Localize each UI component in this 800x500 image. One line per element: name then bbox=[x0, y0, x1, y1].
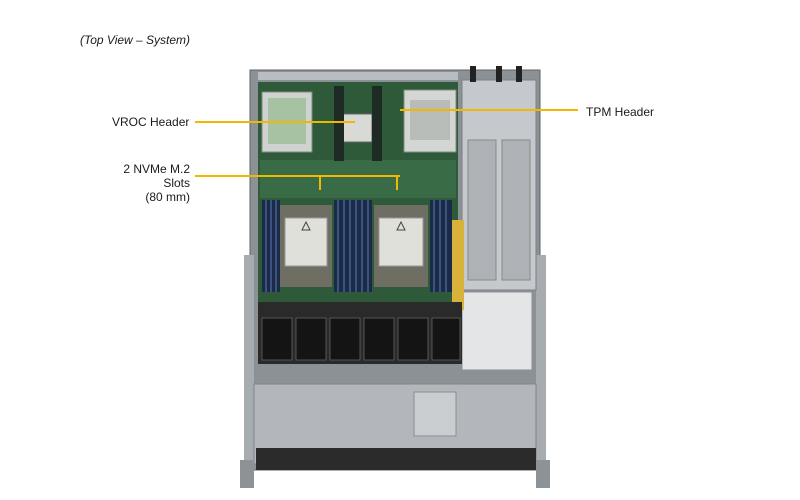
nvme-slots-label-line2: (80 mm) bbox=[145, 190, 190, 204]
figure-caption: (Top View – System) bbox=[80, 33, 191, 47]
callout-leaders bbox=[195, 109, 578, 190]
vroc-header-label: VROC Header bbox=[112, 115, 190, 129]
dimm-banks bbox=[262, 200, 452, 292]
nvme-slots-label: 2 NVMe M.2 Slots (80 mm) bbox=[104, 162, 190, 204]
drive-bay bbox=[240, 383, 550, 488]
tpm-header-label: TPM Header bbox=[586, 105, 655, 119]
power-supplies bbox=[452, 66, 537, 371]
cpu-heatsinks bbox=[280, 205, 428, 287]
nvme-slots-label-line1: 2 NVMe M.2 Slots bbox=[123, 162, 190, 190]
fan-row bbox=[258, 302, 462, 364]
